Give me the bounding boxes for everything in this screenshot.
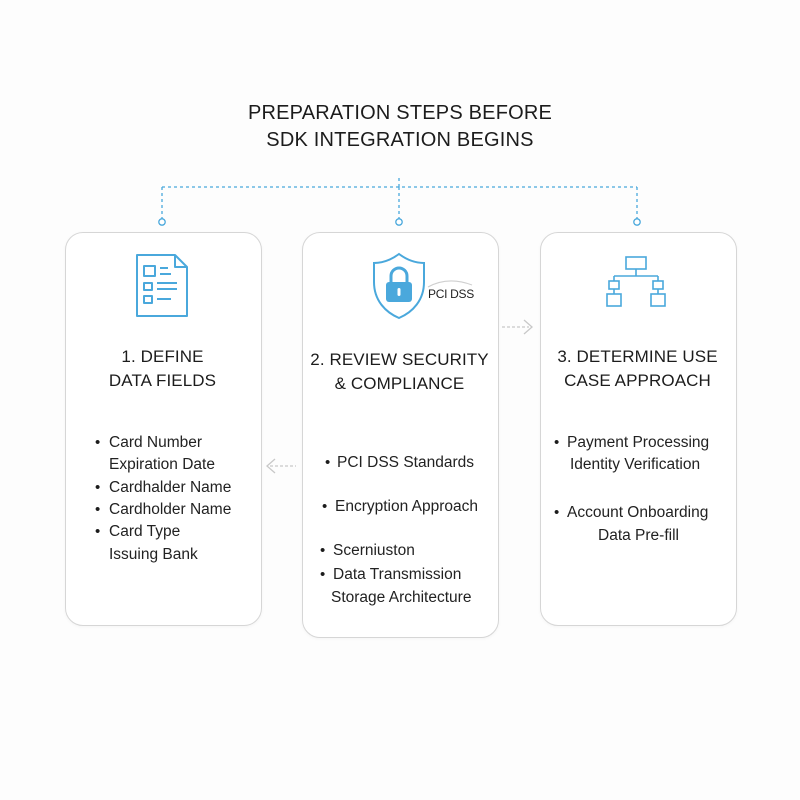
document-checklist-icon bbox=[136, 254, 188, 317]
bullet: • bbox=[554, 504, 560, 521]
connector-node bbox=[395, 218, 403, 226]
list-item: Cardhalder Name bbox=[109, 479, 232, 496]
flowchart-icon bbox=[606, 256, 666, 307]
heading-line: 2. REVIEW SECURITY bbox=[310, 350, 489, 369]
connector-node bbox=[158, 218, 166, 226]
list-item: Data Pre-fill bbox=[598, 527, 679, 544]
shield-lock-icon bbox=[373, 252, 425, 320]
bullet: • bbox=[320, 542, 326, 559]
heading-line: CASE APPROACH bbox=[564, 371, 711, 390]
step-card-determine-use-case bbox=[540, 232, 737, 626]
list-item: Card Number bbox=[109, 434, 203, 451]
bullet: • bbox=[322, 498, 328, 515]
heading-line: DATA FIELDS bbox=[108, 371, 217, 390]
list-item: Encryption Approach bbox=[335, 498, 479, 515]
bullet: • bbox=[325, 454, 331, 471]
bullet: • bbox=[95, 501, 101, 518]
pci-badge-swoosh bbox=[427, 280, 473, 288]
list-item: Card Type bbox=[109, 523, 181, 540]
list-item: Scerniuston bbox=[333, 542, 415, 559]
list-item: Issuing Bank bbox=[109, 546, 198, 563]
list-item: Data Transmission bbox=[333, 566, 462, 583]
list-item: Payment Processing bbox=[567, 434, 710, 451]
page-title: PREPARATION STEPS BEFORE SDK INTEGRATION… bbox=[0, 100, 800, 154]
step-card-define-data-fields bbox=[65, 232, 262, 626]
bullet: • bbox=[320, 566, 326, 583]
list-item: Storage Architecture bbox=[331, 589, 472, 606]
list-item: Identity Verification bbox=[570, 456, 701, 473]
bullet: • bbox=[95, 523, 101, 540]
step-heading: 3. DETERMINE USE CASE APPROACH bbox=[540, 345, 735, 393]
title-line-1: PREPARATION STEPS BEFORE bbox=[247, 102, 553, 124]
connector-node bbox=[633, 218, 641, 226]
list-item: Cardholder Name bbox=[109, 501, 232, 518]
heading-line: 1. DEFINE bbox=[121, 347, 204, 366]
list-item: PCI DSS Standards bbox=[337, 454, 474, 471]
title-line-2: SDK INTEGRATION BEGINS bbox=[266, 129, 534, 151]
arrow-left-icon bbox=[266, 458, 296, 474]
list-item: Expiration Date bbox=[109, 456, 215, 473]
arrow-right-icon bbox=[502, 319, 533, 335]
heading-line: & COMPLIANCE bbox=[334, 374, 465, 393]
step-heading: 1. DEFINE DATA FIELDS bbox=[65, 345, 260, 393]
step-heading: 2. REVIEW SECURITY & COMPLIANCE bbox=[302, 348, 497, 396]
heading-line: 3. DETERMINE USE bbox=[557, 347, 718, 366]
bullet: • bbox=[554, 434, 560, 451]
pci-dss-badge: PCI DSS bbox=[428, 287, 474, 301]
bullet: • bbox=[95, 479, 101, 496]
bullet: • bbox=[95, 434, 101, 451]
list-item: Account Onboarding bbox=[567, 504, 709, 521]
